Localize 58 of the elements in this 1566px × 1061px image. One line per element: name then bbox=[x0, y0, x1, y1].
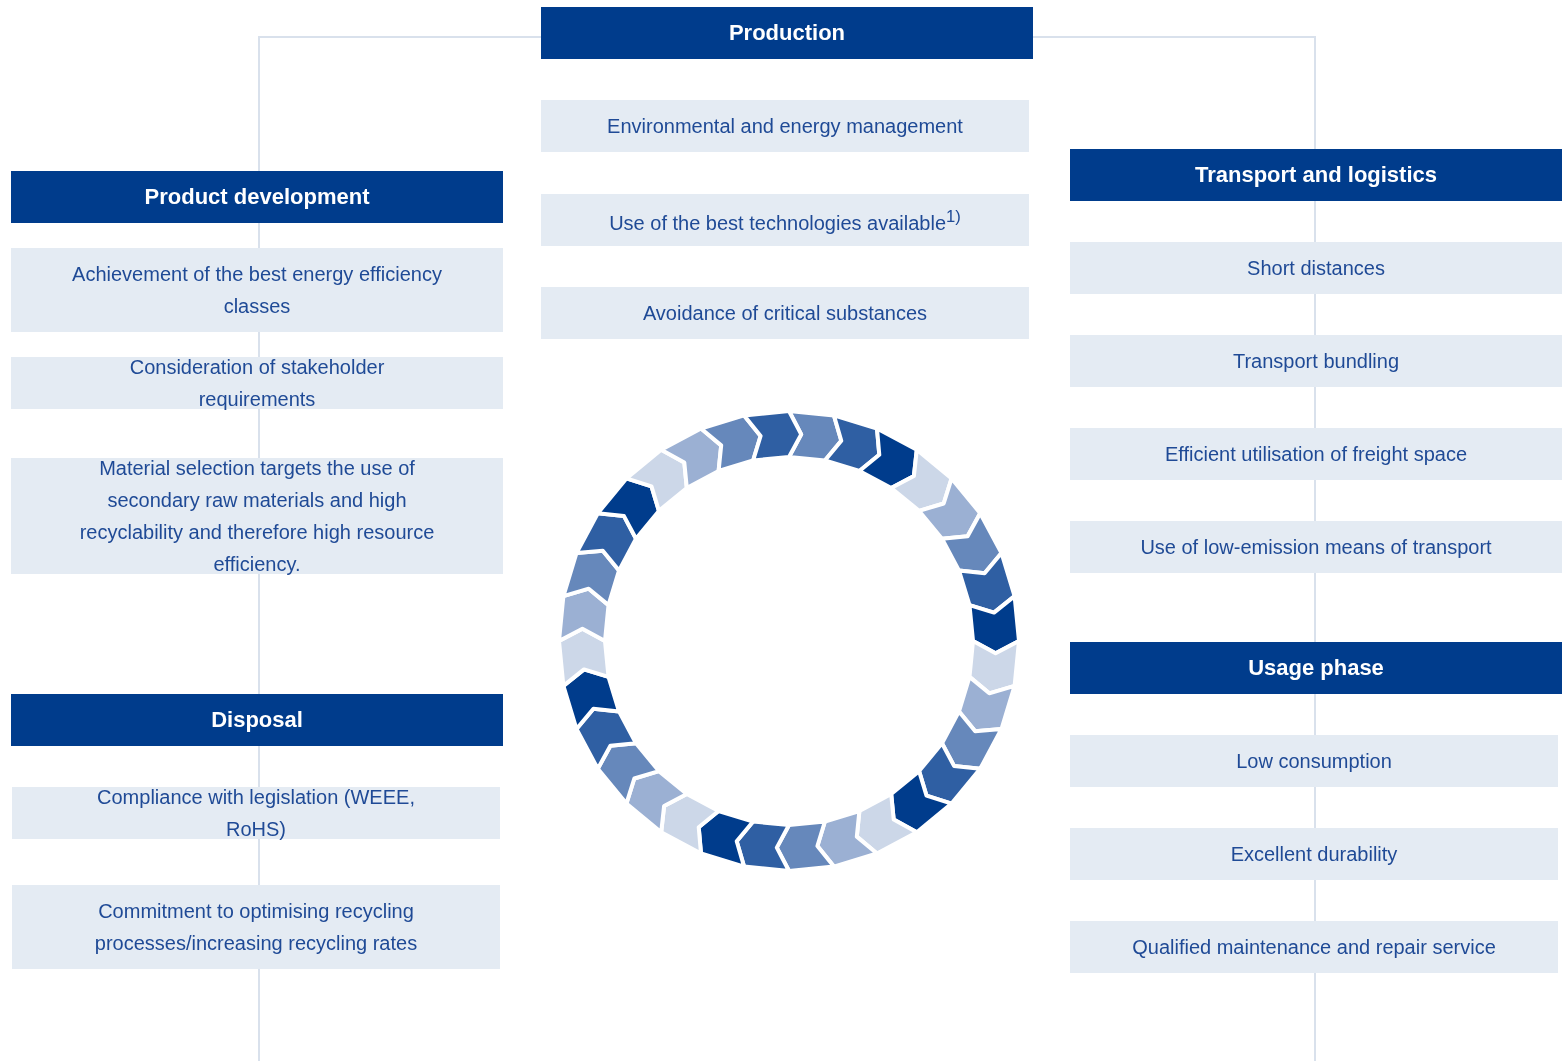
item-box bbox=[1070, 828, 1558, 880]
item-text: Material selection targets the use of secondary raw materials and high recyclability and therefore high resource efficiency. bbox=[79, 457, 435, 575]
connector-line bbox=[1314, 786, 1316, 829]
item-text: Qualified maintenance and repair service bbox=[1132, 936, 1496, 958]
heading-text: Usage phase bbox=[1248, 655, 1384, 680]
item-text: Excellent durability bbox=[1230, 843, 1398, 865]
connector-line bbox=[258, 573, 260, 695]
item-box bbox=[11, 357, 503, 409]
item-box bbox=[1070, 242, 1562, 294]
item-box bbox=[1070, 335, 1562, 387]
connector-line bbox=[1032, 36, 1316, 150]
heading-text: Production bbox=[728, 20, 846, 45]
item-text: Avoidance of critical substances bbox=[642, 302, 928, 324]
item-box bbox=[1070, 735, 1558, 787]
item-box bbox=[12, 885, 500, 969]
connector-line bbox=[1314, 479, 1316, 522]
item-box bbox=[12, 787, 500, 839]
connector-line bbox=[258, 968, 260, 1061]
connector-line bbox=[1314, 972, 1316, 1061]
heading-bar bbox=[1070, 149, 1562, 201]
heading-text: Transport and logistics bbox=[1194, 162, 1437, 187]
connector-line bbox=[258, 745, 260, 788]
item-box bbox=[1070, 921, 1558, 973]
connector-line bbox=[1314, 879, 1316, 922]
item-box bbox=[541, 287, 1029, 339]
item-text: Use of the best technologies available$^{1)}$ bbox=[609, 211, 961, 234]
connector-line bbox=[1314, 293, 1316, 336]
item-box bbox=[1070, 521, 1562, 573]
heading-bar bbox=[11, 171, 503, 223]
connector-line bbox=[1314, 572, 1316, 643]
heading-text: Product development bbox=[144, 184, 370, 209]
connector-line bbox=[1314, 386, 1316, 429]
connector-line bbox=[258, 838, 260, 886]
item-text: Low consumption bbox=[1236, 750, 1392, 772]
item-box bbox=[1070, 428, 1562, 480]
connector-line bbox=[1314, 693, 1316, 736]
item-text: Commitment to optimising recycling processes/increasing recycling rates bbox=[94, 900, 418, 954]
connector-line bbox=[258, 36, 542, 172]
item-text: Short distances bbox=[1247, 257, 1385, 279]
item-text: Transport bundling bbox=[1233, 350, 1399, 372]
connector-line bbox=[1314, 200, 1316, 243]
connector-line bbox=[258, 408, 260, 459]
item-box bbox=[11, 248, 503, 332]
connector-line bbox=[258, 222, 260, 249]
heading-bar bbox=[541, 7, 1033, 59]
item-box bbox=[541, 194, 1029, 246]
item-text: Achievement of the best energy efficiency classes bbox=[72, 263, 442, 317]
item-text: Compliance with legislation (WEEE, RoHS) bbox=[97, 786, 415, 840]
item-text: Efficient utilisation of freight space bbox=[1165, 443, 1467, 465]
heading-text: Disposal bbox=[211, 707, 303, 732]
item-text: Consideration of stakeholder requirements bbox=[129, 356, 385, 410]
heading-bar bbox=[11, 694, 503, 746]
item-box bbox=[541, 100, 1029, 152]
item-text: Use of low-emission means of transport bbox=[1140, 536, 1492, 558]
item-text: Environmental and energy management bbox=[607, 115, 963, 137]
item-box bbox=[11, 458, 503, 574]
heading-bar bbox=[1070, 642, 1562, 694]
connector-line bbox=[258, 331, 260, 358]
